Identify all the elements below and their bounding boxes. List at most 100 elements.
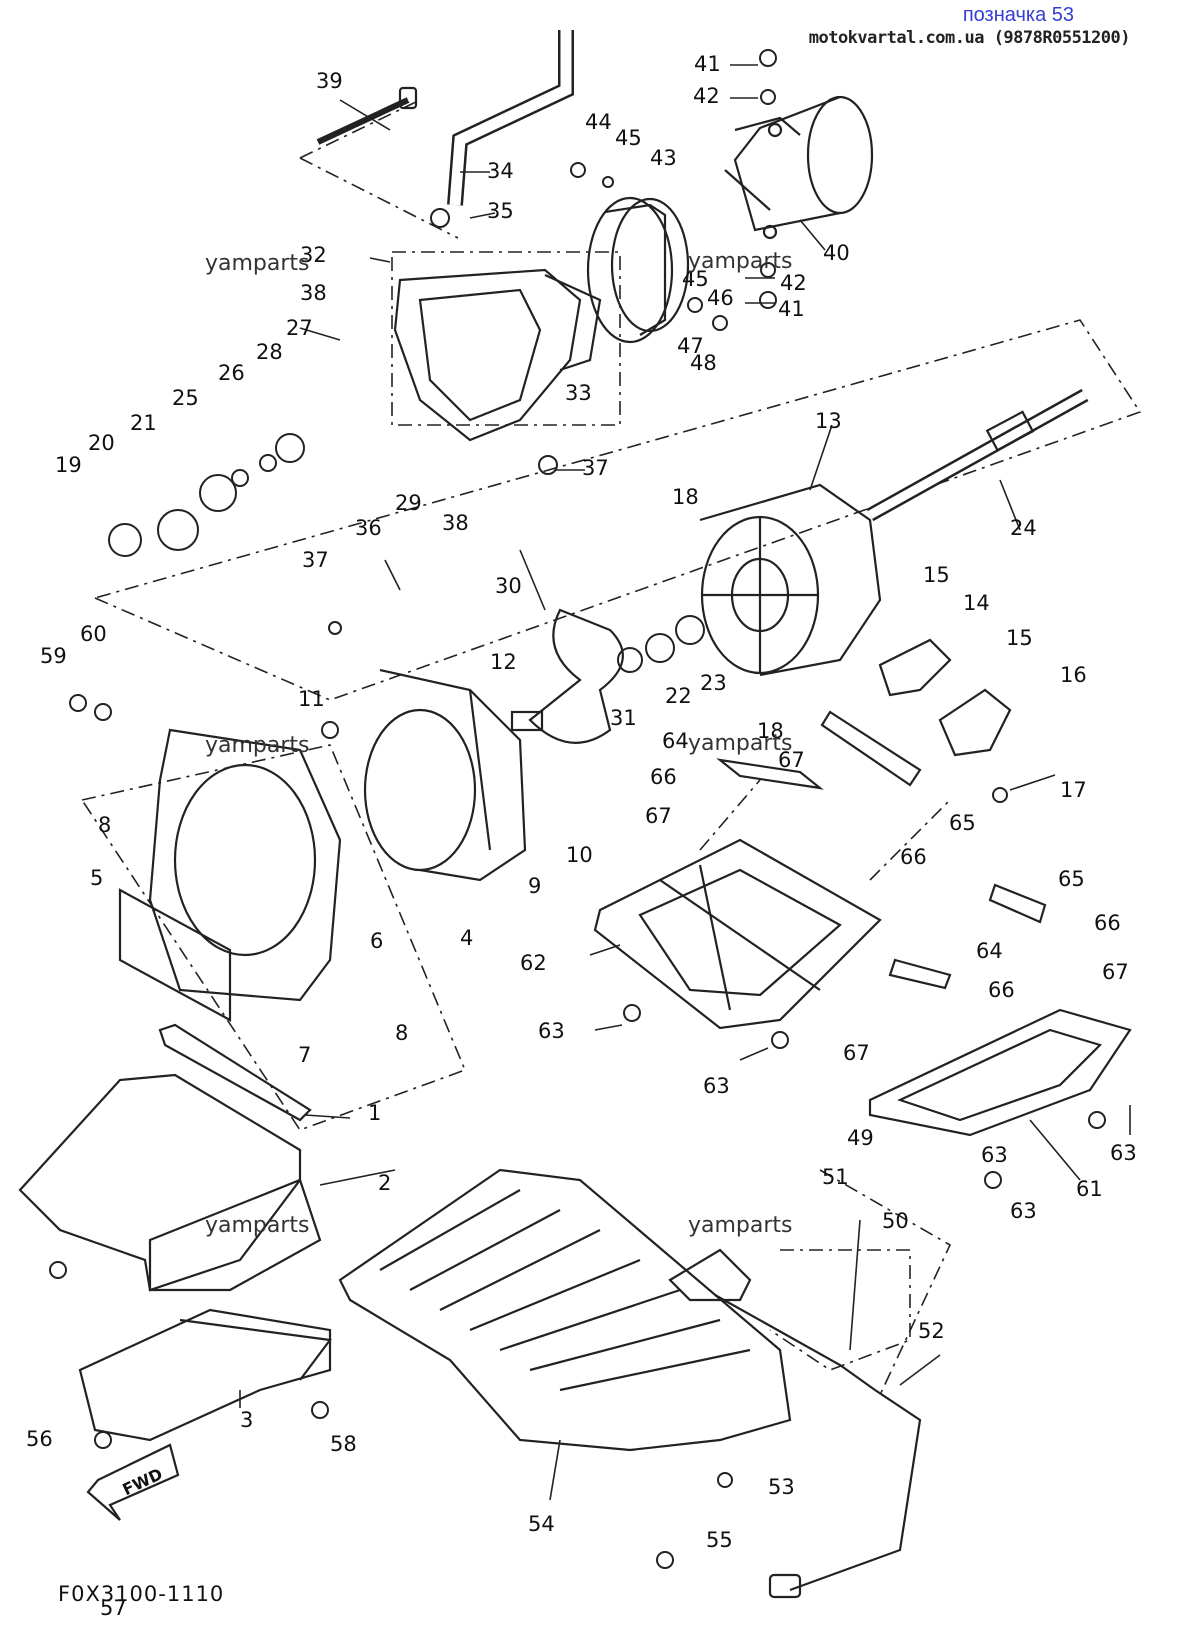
part-label-15: 15 [923,563,950,587]
part-label-20: 20 [88,431,115,455]
part-label-41: 41 [778,297,805,321]
part-label-6: 6 [370,929,383,953]
part-label-3: 3 [240,1408,253,1432]
part-label-33: 33 [565,381,592,405]
part-label-66: 66 [988,978,1015,1002]
part-label-64: 64 [976,939,1003,963]
nozzle-40 [724,95,874,240]
assembly-lines [81,99,1142,1396]
part-label-4: 4 [460,926,473,950]
ring-43 [586,196,690,344]
fasteners [49,49,1106,1569]
part-label-45: 45 [682,267,709,291]
sponson-1 [18,1073,322,1292]
part-label-24: 24 [1010,516,1037,540]
part-label-21: 21 [130,411,157,435]
part-label-25: 25 [172,386,199,410]
part-label-35: 35 [487,199,514,223]
part-label-61: 61 [1076,1177,1103,1201]
drive-shaft-24 [866,388,1089,522]
part-label-23: 23 [700,671,727,695]
part-label-38: 38 [300,281,327,305]
part-label-42: 42 [780,271,807,295]
ride-plate-62 [593,838,882,1030]
part-number-labels: 1234567889101112131415151617181819202122… [26,52,1137,1620]
part-label-32: 32 [300,243,327,267]
part-label-63: 63 [703,1074,730,1098]
part-label-50: 50 [882,1209,909,1233]
part-label-41: 41 [694,52,721,76]
part-label-37: 37 [302,548,329,572]
part-label-31: 31 [610,706,637,730]
part-label-67: 67 [778,748,805,772]
part-label-64: 64 [662,729,689,753]
part-label-9: 9 [528,874,541,898]
part-label-65: 65 [1058,867,1085,891]
part-label-60: 60 [80,622,107,646]
part-label-27: 27 [286,316,313,340]
part-label-53: 53 [768,1475,795,1499]
part-label-48: 48 [690,351,717,375]
part-label-66: 66 [900,845,927,869]
fwd-arrow [86,1443,180,1521]
plate-assembly-4 [118,728,342,1022]
part-label-51: 51 [822,1165,849,1189]
part-label-55: 55 [706,1528,733,1552]
part-label-19: 19 [55,453,82,477]
part-label-59: 59 [40,644,67,668]
part-label-45: 45 [615,126,642,150]
fwd-label: FWD [120,1464,166,1499]
part-label-67: 67 [1102,960,1129,984]
part-label-7: 7 [298,1043,311,1067]
intermediate-housing-9 [363,668,527,882]
part-label-8: 8 [98,813,111,837]
part-label-16: 16 [1060,663,1087,687]
part-label-62: 62 [520,951,547,975]
part-label-63: 63 [538,1019,565,1043]
part-label-30: 30 [495,574,522,598]
intake-grate-54 [338,1168,792,1452]
watermark-text: yamparts [205,733,310,758]
part-label-57: 57 [100,1596,127,1620]
part-label-67: 67 [645,804,672,828]
part-label-14: 14 [963,591,990,615]
duct-housing-32 [393,268,602,442]
stays-64-65 [716,710,1047,990]
part-label-52: 52 [918,1319,945,1343]
part-label-18: 18 [672,485,699,509]
part-label-58: 58 [330,1432,357,1456]
part-label-5: 5 [90,866,103,890]
part-label-63: 63 [1110,1141,1137,1165]
part-label-29: 29 [395,491,422,515]
part-label-43: 43 [650,146,677,170]
part-label-40: 40 [823,241,850,265]
part-label-17: 17 [1060,778,1087,802]
impeller-housing-13 [699,483,882,677]
watermark-text: yamparts [205,251,310,276]
part-label-56: 56 [26,1427,53,1451]
part-label-13: 13 [815,409,842,433]
part-label-37: 37 [582,456,609,480]
part-label-67: 67 [843,1041,870,1065]
part-label-63: 63 [981,1143,1008,1167]
watermark-text: yamparts [205,1213,310,1238]
part-label-42: 42 [693,84,720,108]
ride-plate-61 [868,1008,1132,1137]
sponson-3 [78,1308,333,1442]
part-label-44: 44 [585,110,612,134]
part-label-36: 36 [355,516,382,540]
diagram-code: F0X3100-1110 [58,1582,225,1606]
part-label-15: 15 [1006,626,1033,650]
watermarks: yamparts yamparts yamparts yamparts yamp… [205,249,793,1238]
header-title: позначка 53 [962,4,1074,26]
part-label-28: 28 [256,340,283,364]
watermark-text: yamparts [688,249,793,274]
leader-lines [239,64,1131,1501]
bracket-16 [878,638,1012,757]
part-label-66: 66 [650,765,677,789]
grate-2 [158,1023,312,1122]
part-label-47: 47 [677,334,704,358]
bolt-39 [316,86,418,145]
part-label-1: 1 [368,1101,381,1125]
